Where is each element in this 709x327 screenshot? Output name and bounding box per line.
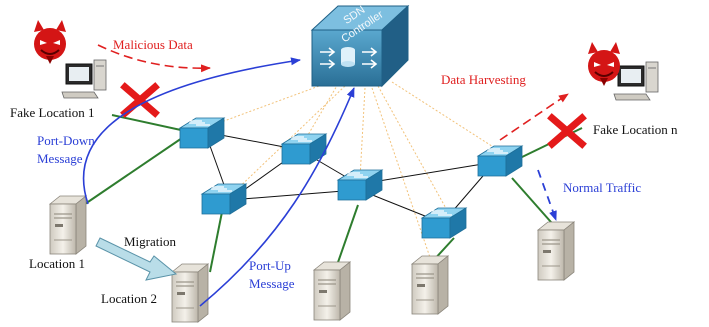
migration-label: Migration [124, 234, 176, 249]
devil-attacker-icon [587, 41, 621, 87]
server-icon [313, 261, 351, 321]
server-icon [537, 221, 575, 281]
switch-icon [201, 183, 247, 215]
computer-icon [613, 61, 659, 101]
fake-location-1-label: Fake Location 1 [10, 105, 94, 120]
sdn-controller-icon: SDN Controller [310, 4, 410, 88]
data-harvesting-arrow [499, 93, 569, 141]
port-up-arrow [199, 87, 355, 307]
port-down-arrow [82, 57, 301, 205]
location-1-label: Location 1 [29, 256, 85, 271]
server-icon [411, 255, 449, 315]
switch-icon [421, 207, 467, 239]
switch-icon [477, 145, 523, 177]
switch-icon [281, 133, 327, 165]
fake-location-n-label: Fake Location n [593, 122, 678, 137]
server-icon [49, 195, 87, 255]
port-down-label-line1: Port-Down [37, 133, 95, 148]
migration-arrow [95, 237, 178, 281]
computer-icon [61, 59, 107, 99]
port-up-label-line1: Port-Up [249, 258, 291, 273]
malicious-data-arrow [97, 44, 211, 73]
port-up-label-line2: Message [249, 276, 295, 291]
devil-attacker-icon [33, 19, 67, 65]
location-2-label: Location 2 [101, 291, 157, 306]
switch-icon [337, 169, 383, 201]
server-icon [171, 263, 209, 323]
controller-links [204, 81, 499, 273]
port-down-label-line2: Message [37, 151, 83, 166]
switch-icon [179, 117, 225, 149]
data-harvesting-label: Data Harvesting [441, 72, 526, 87]
malicious-data-label: Malicious Data [113, 37, 193, 52]
normal-traffic-label: Normal Traffic [563, 180, 641, 195]
normal-traffic-arrow [537, 169, 557, 221]
